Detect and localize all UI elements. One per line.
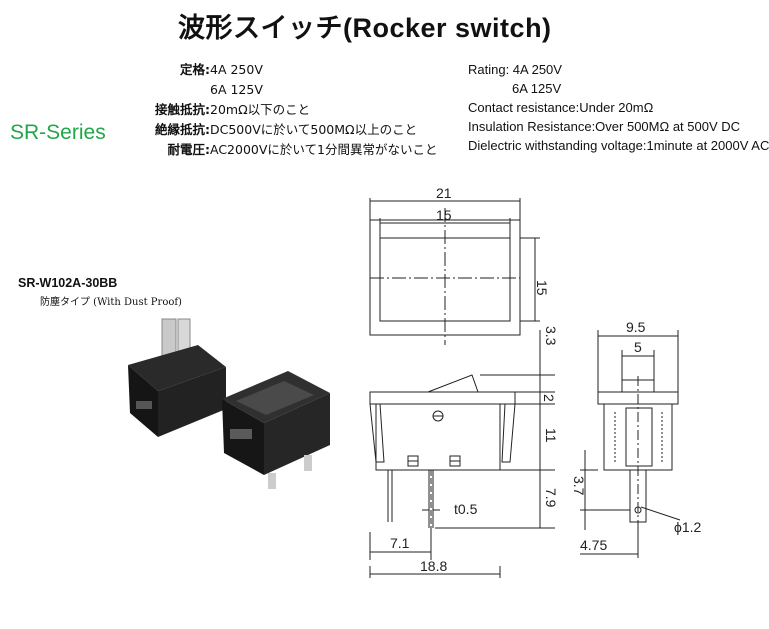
dimension-labels: 21 15 15 3.3 2 11 7.9 t0.5 7.1 18.8 9.5 … [390, 185, 702, 574]
spec-en-row: Rating: 4A 250V [468, 62, 562, 77]
model-code: SR-W102A-30BB [18, 276, 118, 290]
spec-jp-row: 接触抵抗:20mΩ以下のこと [155, 102, 311, 117]
dim-3.3-label: 3.3 [543, 326, 559, 346]
top-view [369, 198, 540, 345]
spec-en-row: Contact resistance:Under 20mΩ [468, 100, 654, 115]
switch-front-image [222, 371, 330, 489]
dim-18.8-label: 18.8 [420, 558, 447, 574]
spec-en-row: Dielectric withstanding voltage:1minute … [468, 138, 769, 153]
dim-3.7-label: 3.7 [571, 476, 587, 496]
dim-15v-label: 15 [534, 280, 550, 296]
spec-jp-row: 6A 125V [210, 82, 263, 97]
dim-7.1-label: 7.1 [390, 535, 410, 551]
dim-15-label: 15 [436, 207, 452, 223]
technical-drawing: 21 15 15 3.3 2 11 7.9 t0.5 7.1 18.8 9.5 … [369, 185, 702, 578]
front-view [369, 330, 555, 578]
spec-en-block: Rating: 4A 250V 6A 125V Contact resistan… [468, 60, 769, 155]
dim-11-label: 11 [543, 428, 559, 443]
model-note: 防塵タイプ (With Dust Proof) [40, 297, 182, 308]
spec-jp-block: 定格:4A 250V 6A 125V 接触抵抗:20mΩ以下のこと 絶縁抵抗:D… [150, 60, 438, 160]
spec-jp-row: 定格:4A 250V [180, 62, 263, 77]
dim-9.5-label: 9.5 [626, 319, 646, 335]
page-title: 波形スイッチ(Rocker switch) [178, 13, 552, 43]
side-view [580, 330, 681, 558]
dim-phi1.2-label: ϕ1.2 [674, 519, 702, 535]
spec-en-row: 6A 125V [512, 81, 562, 96]
switch-back-image [128, 318, 226, 437]
spec-jp-row: 耐電圧:AC2000Vに於いて1分間異常がないこと [167, 142, 438, 157]
product-photo [128, 318, 330, 489]
dim-21-label: 21 [436, 185, 452, 201]
dim-t0.5-label: t0.5 [454, 501, 478, 517]
spec-jp-row: 絶縁抵抗:DC500Vに於いて500MΩ以上のこと [155, 122, 418, 137]
dim-4.75-label: 4.75 [580, 537, 607, 553]
dim-5-label: 5 [634, 339, 642, 355]
series-name: SR-Series [10, 121, 106, 144]
dim-2-label: 2 [541, 394, 557, 402]
spec-en-row: Insulation Resistance:Over 500MΩ at 500V… [468, 119, 741, 134]
dim-7.9-label: 7.9 [543, 488, 559, 508]
